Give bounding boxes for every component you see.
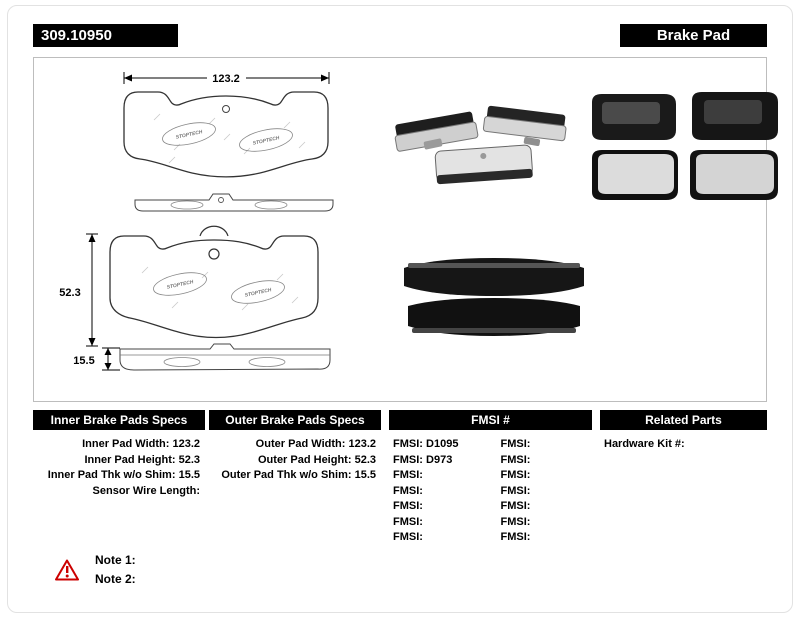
svg-text:STOPTECH: STOPTECH [175, 129, 203, 141]
spec-row: Inner Pad Thk w/o Shim: 15.5 [47, 469, 200, 481]
svg-text:STOPTECH: STOPTECH [244, 287, 272, 299]
svg-text:STOPTECH: STOPTECH [252, 135, 280, 147]
fmsi-row: FMSI: D973 [393, 453, 453, 466]
fmsi-row: FMSI: [500, 484, 531, 497]
spec-row: Outer Pad Height: 52.3 [258, 453, 376, 466]
warning-triangle-icon [55, 559, 79, 581]
width-dimension-label: 123.2 [212, 73, 240, 85]
inner-specs-header: Inner Brake Pads Specs [33, 410, 205, 430]
fmsi-row: FMSI: [393, 469, 423, 481]
fmsi-row: FMSI: [500, 438, 531, 450]
related-parts-table: Related Parts Hardware Kit #: [600, 410, 767, 453]
product-photo-pads-angled [394, 105, 567, 185]
notes-text: Note 1: Note 2: [95, 551, 136, 589]
thickness-dimension-label: 15.5 [73, 355, 94, 367]
pad-front-view-clip-drawing: 52.3 STOPTECH STOPTECH [59, 225, 319, 347]
spec-row: Inner Pad Height: 52.3 [84, 453, 200, 466]
product-photo-pads-stacked [404, 258, 584, 336]
svg-text:STOPTECH: STOPTECH [166, 279, 194, 291]
product-photo-pads-grid [592, 92, 778, 200]
pad-front-view-drawing: 123.2 STOPTECH STOPTECH [123, 72, 330, 178]
inner-specs-table: Inner Brake Pads Specs Inner Pad Width: … [33, 410, 205, 499]
related-part-row: Hardware Kit #: [604, 438, 685, 450]
fmsi-row: FMSI: [393, 515, 423, 528]
brand-stamp: STOPTECH [239, 128, 293, 152]
fmsi-row: FMSI: [500, 500, 531, 512]
diagram-area: 123.2 STOPTECH STOPTECH 52.3 [33, 57, 778, 402]
brand-stamp [170, 200, 288, 210]
brand-stamp: STOPTECH [162, 122, 216, 146]
fmsi-row: FMSI: [500, 531, 531, 543]
brand-stamp [163, 357, 286, 367]
fmsi-row: FMSI: [393, 484, 423, 497]
fmsi-row: FMSI: [393, 531, 423, 543]
spec-row: Inner Pad Width: 123.2 [82, 438, 200, 450]
spec-row: Sensor Wire Length: [92, 484, 200, 497]
notes-section: Note 1: Note 2: [55, 551, 136, 589]
outer-specs-table: Outer Brake Pads Specs Outer Pad Width: … [209, 410, 381, 484]
fmsi-row: FMSI: [393, 500, 423, 512]
note-2: Note 2: [95, 572, 136, 586]
brand-stamp: STOPTECH [153, 272, 207, 296]
height-dimension-label: 52.3 [59, 287, 80, 299]
spec-row: Outer Pad Thk w/o Shim: 15.5 [221, 469, 376, 481]
pad-top-edge-view-drawing [134, 193, 334, 212]
fmsi-row: FMSI: [500, 515, 531, 528]
note-1: Note 1: [95, 553, 136, 567]
fmsi-table: FMSI # FMSI: D1095 FMSI: D973 FMSI: FMSI… [389, 410, 592, 546]
fmsi-header: FMSI # [389, 410, 592, 430]
fmsi-row: FMSI: [500, 469, 531, 481]
part-number: 309.10950 [33, 24, 178, 47]
outer-specs-header: Outer Brake Pads Specs [209, 410, 381, 430]
brand-stamp: STOPTECH [231, 280, 285, 304]
spec-row: Outer Pad Width: 123.2 [255, 438, 376, 450]
page-title: Brake Pad [620, 24, 767, 47]
fmsi-row: FMSI: [500, 453, 531, 466]
related-parts-header: Related Parts [600, 410, 767, 430]
fmsi-row: FMSI: D1095 [393, 438, 459, 450]
pad-side-view-drawing: 15.5 [73, 343, 331, 371]
